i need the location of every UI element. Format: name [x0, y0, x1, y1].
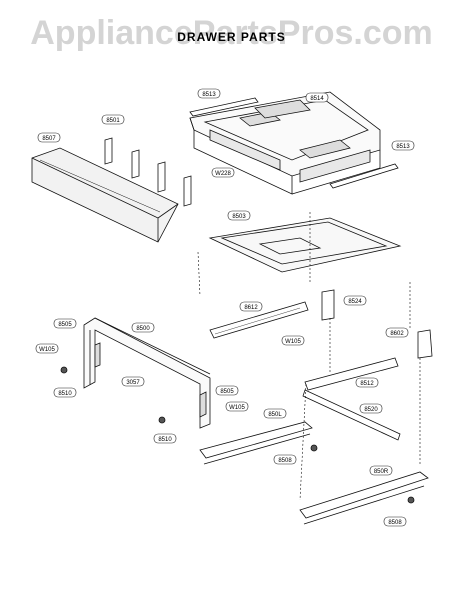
callout-8510-a: 8510: [53, 387, 77, 398]
svg-text:W228: W228: [215, 171, 231, 177]
clip-8524: [321, 289, 335, 321]
svg-text:8524: 8524: [348, 299, 362, 305]
svg-text:8510: 8510: [58, 391, 72, 397]
svg-text:8602: 8602: [390, 331, 404, 337]
side-rail-8612: [209, 301, 309, 339]
svg-text:8520: 8520: [364, 407, 378, 413]
top-rail-right: [329, 163, 399, 189]
svg-text:8501: 8501: [106, 118, 120, 124]
callout-8513-b: 8513: [391, 140, 415, 151]
svg-text:8513: 8513: [396, 144, 410, 150]
front-brackets: [104, 137, 192, 207]
callout-8510-b: 8510: [153, 433, 177, 444]
callout-8503: 8503: [227, 210, 251, 221]
callout-850L: 850L: [263, 408, 287, 419]
svg-text:8507: 8507: [42, 136, 56, 142]
callout-8602: 8602: [385, 327, 409, 338]
svg-text:8612: 8612: [244, 305, 258, 311]
bracket-8602: [417, 329, 433, 359]
slide-8520: [302, 389, 401, 441]
callout-labels: 8513 8514 8501 8507 8513 W228: [35, 88, 415, 527]
callout-8505-a: 8505: [53, 318, 77, 329]
callout-8501: 8501: [101, 114, 125, 125]
screw-icons: [60, 366, 415, 504]
svg-text:8508: 8508: [388, 520, 402, 526]
callout-8508-b: 8508: [383, 516, 407, 527]
svg-text:850R: 850R: [374, 469, 389, 475]
callout-W105-c: W105: [225, 401, 249, 412]
svg-text:8512: 8512: [360, 381, 374, 387]
svg-text:W105: W105: [229, 405, 245, 411]
slide-left-850L: [199, 421, 313, 465]
diagram-title: DRAWER PARTS: [177, 30, 286, 44]
svg-text:8510: 8510: [158, 437, 172, 443]
drawer-bottom-plate: [208, 217, 402, 273]
callout-8513-a: 8513: [197, 88, 221, 99]
callout-8507: 8507: [37, 132, 61, 143]
slide-right-850R: [299, 471, 429, 525]
callout-8512: 8512: [355, 377, 379, 388]
svg-text:8508: 8508: [278, 458, 292, 464]
svg-text:8505: 8505: [220, 389, 234, 395]
callout-8520: 8520: [359, 403, 383, 414]
assembly-guides: [197, 212, 421, 501]
callout-W105-a: W105: [35, 343, 59, 354]
callout-3057: 3057: [121, 376, 145, 387]
svg-text:8500: 8500: [136, 326, 150, 332]
svg-text:8513: 8513: [202, 92, 216, 98]
svg-text:8503: 8503: [232, 214, 246, 220]
top-rail-left: [189, 97, 259, 117]
callout-8505-b: 8505: [215, 385, 239, 396]
callout-8514: 8514: [305, 92, 329, 103]
svg-text:W105: W105: [285, 339, 301, 345]
watermark: AppliancePartsPros.com: [30, 14, 433, 52]
drawer-box: [189, 91, 381, 195]
svg-text:850L: 850L: [268, 412, 282, 418]
svg-text:3057: 3057: [126, 380, 140, 386]
callout-8508-a: 8508: [273, 454, 297, 465]
rail-8512: [304, 357, 399, 391]
callout-W228: W228: [211, 167, 235, 178]
callout-8524: 8524: [343, 295, 367, 306]
svg-text:8514: 8514: [310, 96, 324, 102]
callout-W105-b: W105: [281, 335, 305, 346]
svg-text:8505: 8505: [58, 322, 72, 328]
callout-850R: 850R: [369, 465, 393, 476]
callout-8500: 8500: [131, 322, 155, 333]
drawer-front-panel: [31, 147, 179, 243]
svg-text:W105: W105: [39, 347, 55, 353]
callout-8612: 8612: [239, 301, 263, 312]
drawer-frame: [83, 317, 211, 429]
